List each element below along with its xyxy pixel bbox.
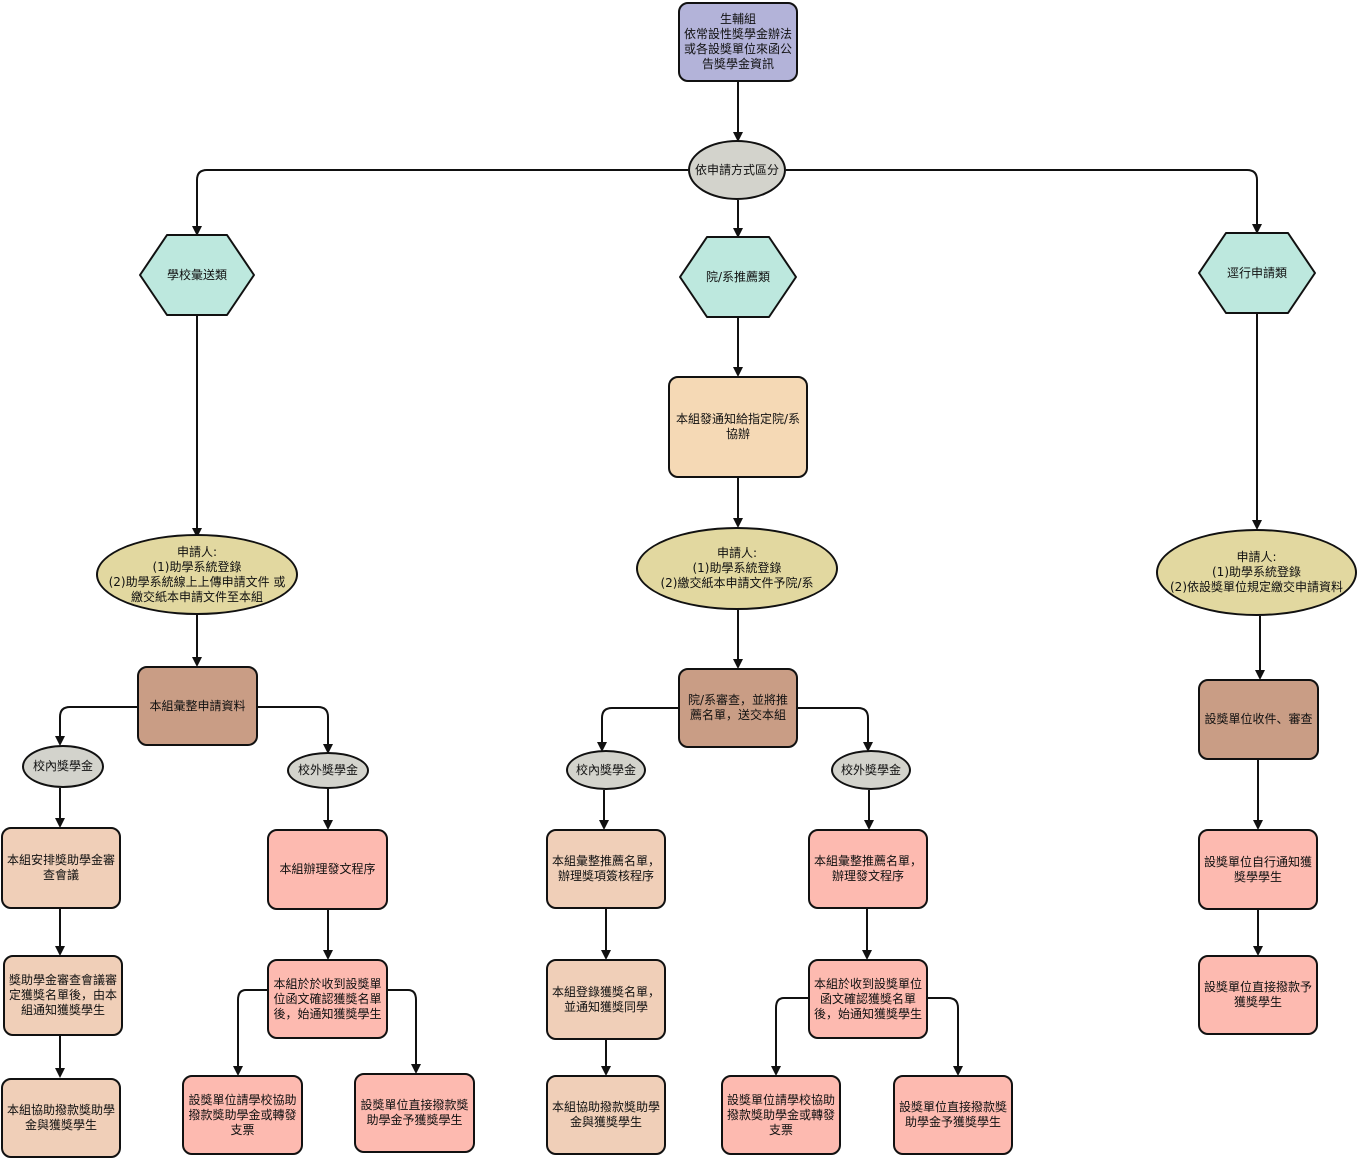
node-right-step1: 設獎單位自行通知獲 獎學學生 [1198,829,1318,910]
node-left-external-step3a: 設獎單位請學校協助 撥款獎助學金或轉發 支票 [182,1075,303,1155]
node-left-external-step3b: 設獎單位直接撥款獎 助學金予獲獎學生 [354,1073,475,1153]
node-notify-dept: 本組發通知給指定院/系 協辦 [668,376,808,478]
node-left-internal-step1: 本組安排獎助學金審 查會議 [1,827,121,909]
node-unit-review: 設獎單位收件、審查 [1198,679,1319,760]
edge-split-school [192,169,688,236]
node-left-internal-step3: 本組協助撥款獎助學 金與獲獎學生 [1,1078,121,1158]
node-direct-apply: 逕行申請類 [1198,232,1316,314]
node-applicant-left: 申請人: (1)助學系統登錄 (2)助學系統線上上傳申請文件 或 繳交紙本申請文… [96,534,298,615]
node-left-external-step2: 本組於於收到設獎單 位函文確認獲獎名單 後，始通知獲獎學生 [267,959,388,1039]
edge-lout-3b [388,989,421,1074]
node-dept-recommend-label: 院/系推薦類 [705,269,771,284]
node-left-internal: 校內獎學金 [22,745,104,788]
node-direct-apply-label: 逕行申請類 [1226,265,1287,280]
edge-collect-lout [258,706,333,754]
node-mid-external-step1: 本組彙整推薦名單， 辦理發文程序 [808,829,928,909]
edge-review-mout [798,707,873,752]
node-left-internal-step2: 獎助學金審查會議審 定獲獎名單後，由本 組通知獲獎學生 [3,955,123,1036]
node-mid-external-step3b: 設獎單位直接撥款獎 助學金予獲獎學生 [893,1075,1013,1155]
edge-review-min [597,707,678,752]
node-mid-internal-step1: 本組彙整推薦名單， 辦理獎項簽核程序 [546,829,666,909]
node-left-external-step1: 本組辦理發文程序 [267,829,388,910]
node-right-step2: 設獎單位直接撥款予 獲獎學生 [1198,955,1318,1035]
edge-split-direct [786,169,1262,234]
node-split-by-method: 依申請方式區分 [688,140,786,200]
node-mid-external-step3a: 設獎單位請學校協助 撥款獎助學金或轉發 支票 [721,1075,841,1155]
node-mid-internal: 校內獎學金 [566,750,646,790]
edge-mout-3b [928,997,963,1076]
node-applicant-right: 申請人: (1)助學系統登錄 (2)依設獎單位規定繳交申請資料 [1156,529,1357,616]
edge-lout-3a [233,989,267,1076]
node-left-external: 校外獎學金 [287,752,369,789]
node-school-compiled: 學校彙送類 [139,234,255,316]
edge-mout-3a [771,997,808,1076]
node-mid-external: 校外獎學金 [831,750,911,790]
edge-collect-lin [55,706,137,746]
node-dept-recommend: 院/系推薦類 [679,236,797,318]
node-school-compiled-label: 學校彙送類 [166,267,227,282]
node-dept-review: 院/系審查，並將推 薦名單，送交本組 [678,668,798,748]
node-mid-internal-step2: 本組登錄獲獎名單， 並通知獲獎同學 [546,959,666,1040]
node-scholarship-info: 生輔組 依常設性獎學金辦法 或各設獎單位來函公 告獎學金資訊 [678,2,798,82]
node-collect-applications: 本組彙整申請資料 [137,666,258,746]
node-mid-internal-step3: 本組協助撥款獎助學 金與獲獎學生 [546,1075,666,1155]
node-mid-external-step2: 本組於收到設獎單位 函文確認獲獎名單 後，始通知獲獎學生 [808,959,928,1039]
node-applicant-mid: 申請人: (1)助學系統登錄 (2)繳交紙本申請文件予院/系 [636,527,838,610]
